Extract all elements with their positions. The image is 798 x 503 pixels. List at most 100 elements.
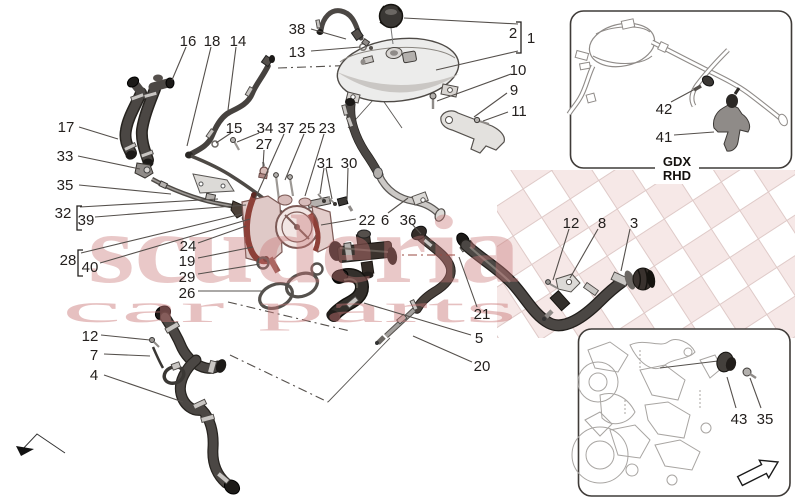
- leader-line: [320, 218, 357, 226]
- callout-9[interactable]: 9: [510, 82, 518, 99]
- callout-15[interactable]: 15: [226, 120, 243, 137]
- expansion-tank[interactable]: [334, 27, 463, 108]
- leader-line: [304, 133, 325, 197]
- callout-40[interactable]: 40: [82, 259, 99, 276]
- inset-gdx-title-line2: RHD: [663, 168, 691, 183]
- callout-27[interactable]: 27: [256, 136, 273, 153]
- callout-21[interactable]: 21: [474, 306, 491, 323]
- artwork: [119, 3, 656, 497]
- callout-8[interactable]: 8: [598, 215, 606, 232]
- sensor-and-bracket-right[interactable]: [542, 273, 581, 321]
- callout-bracket: [76, 205, 82, 231]
- callout-25[interactable]: 25: [299, 120, 316, 137]
- leader-line: [673, 131, 715, 136]
- callout-5[interactable]: 5: [475, 330, 483, 347]
- callout-10[interactable]: 10: [510, 62, 527, 79]
- elbow-union-5[interactable]: [324, 268, 370, 324]
- callout-13[interactable]: 13: [289, 44, 306, 61]
- callout-42[interactable]: 42: [656, 101, 673, 118]
- callout-24[interactable]: 24: [180, 238, 197, 255]
- leader-line: [99, 218, 251, 264]
- callout-31[interactable]: 31: [317, 155, 334, 172]
- callout-36[interactable]: 36: [400, 212, 417, 229]
- tank-cap[interactable]: [378, 3, 404, 29]
- thermostat-housing[interactable]: [230, 192, 335, 274]
- inset-gdx-title-bg: [655, 153, 699, 184]
- callout-11[interactable]: 11: [511, 103, 527, 120]
- leader-line: [387, 197, 409, 214]
- bracket-41[interactable]: [713, 87, 751, 152]
- tank-outlet-hose-and-pipe-6[interactable]: [341, 98, 447, 223]
- callout-12[interactable]: 12: [563, 215, 580, 232]
- callout-38[interactable]: 38: [289, 21, 306, 38]
- sensor-43[interactable]: [715, 350, 738, 373]
- callout-19[interactable]: 19: [179, 253, 196, 270]
- inset-gdx-art: [566, 18, 788, 152]
- leader-line: [346, 167, 349, 201]
- callout-14[interactable]: 14: [230, 33, 247, 50]
- callout-23[interactable]: 23: [319, 120, 336, 137]
- water-hose-4[interactable]: [153, 303, 243, 497]
- leader-line: [403, 17, 519, 25]
- callout-3[interactable]: 3: [630, 215, 638, 232]
- leader-line: [412, 335, 473, 363]
- callout-26[interactable]: 26: [179, 285, 196, 302]
- callout-35[interactable]: 35: [757, 411, 774, 428]
- leader-line: [227, 46, 237, 111]
- leader-line: [78, 184, 172, 195]
- callout-12[interactable]: 12: [82, 328, 99, 345]
- callout-33[interactable]: 33: [57, 148, 74, 165]
- leader-line: [103, 353, 151, 357]
- callout-bracket: [516, 21, 522, 54]
- leader-line: [262, 149, 265, 168]
- callout-43[interactable]: 43: [731, 411, 748, 428]
- leader-line: [310, 28, 347, 40]
- radiator-hose-3[interactable]: [454, 231, 656, 332]
- callout-34[interactable]: 34: [257, 120, 274, 137]
- clamp-bracket-7[interactable]: [149, 337, 187, 386]
- leader-line: [310, 46, 361, 52]
- leader-line: [435, 50, 519, 71]
- callout-6[interactable]: 6: [381, 212, 389, 229]
- callout-22[interactable]: 22: [359, 212, 376, 229]
- leader-line: [670, 87, 698, 103]
- callout-35[interactable]: 35: [57, 177, 74, 194]
- callout-1[interactable]: 1: [527, 30, 535, 47]
- thermostat-hardware[interactable]: [211, 137, 354, 235]
- leader-line: [325, 167, 333, 200]
- tank-bracket-and-screws[interactable]: [429, 92, 505, 154]
- leader-line: [197, 263, 261, 275]
- hose-36-and-bleed-tube-20[interactable]: [375, 223, 456, 345]
- callout-29[interactable]: 29: [179, 269, 196, 286]
- callout-2[interactable]: 2: [509, 25, 517, 42]
- callout-30[interactable]: 30: [341, 155, 358, 172]
- leader-line: [749, 377, 762, 409]
- callout-39[interactable]: 39: [78, 212, 95, 229]
- callout-20[interactable]: 20: [474, 358, 491, 375]
- leader-line: [94, 204, 247, 218]
- breather-hose-38[interactable]: [315, 8, 373, 51]
- leader-line: [103, 374, 184, 403]
- coolant-hoses-left[interactable]: [119, 74, 175, 168]
- leader-line: [78, 126, 119, 140]
- leader-line: [726, 376, 737, 409]
- leader-line: [171, 46, 187, 81]
- callout-17[interactable]: 17: [58, 119, 75, 136]
- callout-16[interactable]: 16: [180, 33, 197, 50]
- leader-line: [319, 167, 325, 195]
- callout-32[interactable]: 32: [55, 205, 72, 222]
- screw-35[interactable]: [742, 367, 757, 380]
- leader-line: [482, 111, 509, 122]
- callout-37[interactable]: 37: [278, 120, 295, 137]
- leader-line: [569, 228, 599, 279]
- callout-4[interactable]: 4: [90, 367, 98, 384]
- leader-line: [284, 133, 305, 181]
- callout-28[interactable]: 28: [60, 252, 77, 269]
- callout-41[interactable]: 41: [656, 129, 673, 146]
- callout-7[interactable]: 7: [90, 347, 98, 364]
- leader-line: [254, 133, 285, 200]
- callout-18[interactable]: 18: [204, 33, 221, 50]
- gaskets-orings[interactable]: [256, 256, 324, 314]
- tee-fitting-21[interactable]: [327, 229, 398, 279]
